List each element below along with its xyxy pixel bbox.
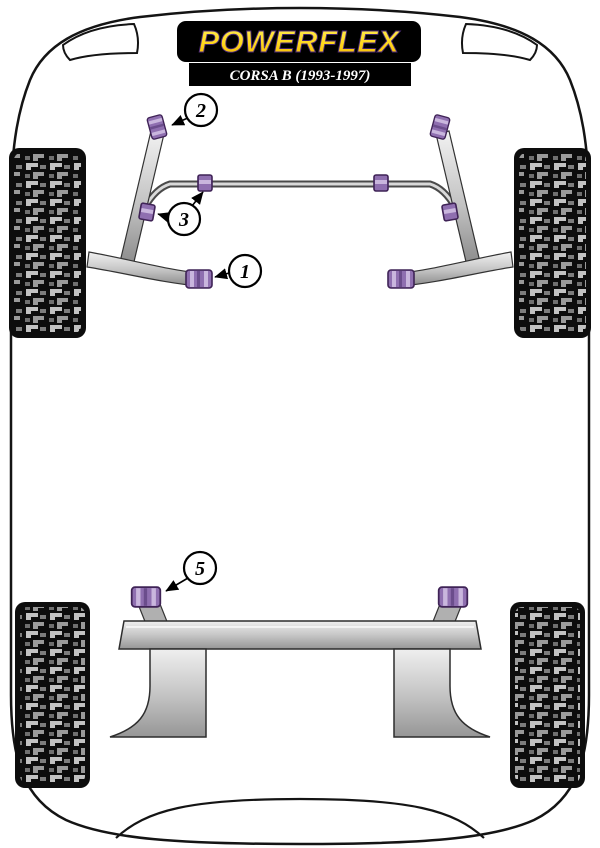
bush-lower-arm-inner-left <box>185 269 213 289</box>
brand-logo-text: POWERFLEX <box>199 24 402 59</box>
callout-1-number: 1 <box>240 261 250 283</box>
rear-axle <box>109 603 491 738</box>
bush-rear-axle-right <box>437 586 469 608</box>
bush-anti-roll-bar-right <box>373 174 389 192</box>
callout-2: 2 <box>171 92 219 128</box>
callout-5: 5 <box>165 550 218 592</box>
tire-front-right <box>514 148 591 338</box>
bush-rear-axle-left <box>130 586 162 608</box>
brand-header: POWERFLEX CORSA B (1993-1997) <box>177 21 421 86</box>
model-banner-background <box>189 63 411 86</box>
windscreen-corner-right <box>461 22 539 62</box>
bush-tie-bar-lower-left <box>137 202 157 222</box>
callout-1: 1 <box>214 253 263 289</box>
tire-rear-right <box>510 602 585 788</box>
callout-3: 3 <box>157 191 204 237</box>
model-banner-text: CORSA B (1993-1997) <box>230 68 371 84</box>
callout-5-number: 5 <box>195 558 205 580</box>
brand-logo-background <box>177 21 421 62</box>
bush-lower-arm-inner-right <box>387 269 415 289</box>
callout-2-number: 2 <box>195 100 206 122</box>
car-body-outline <box>9 6 591 846</box>
callout-3-number: 3 <box>178 209 189 231</box>
bush-tie-bar-lower-right <box>440 202 460 222</box>
windscreen-corner-left <box>61 22 139 62</box>
tire-front-left <box>9 148 86 338</box>
bush-anti-roll-bar-left <box>197 174 213 192</box>
tire-rear-left <box>15 602 90 788</box>
rear-bumper-line <box>115 797 485 839</box>
